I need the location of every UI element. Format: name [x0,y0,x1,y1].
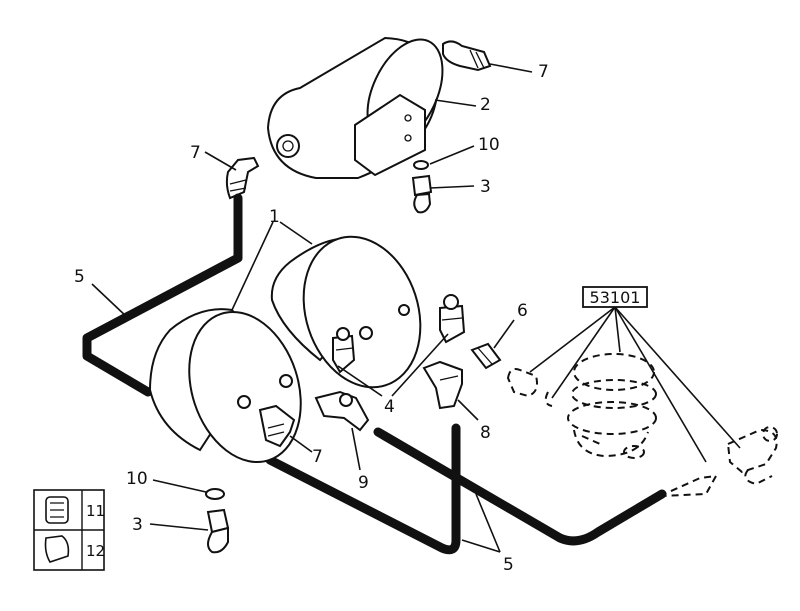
washer-lower [205,488,225,500]
legend-icon-11 [45,496,69,524]
legend-label-11: 11 [86,502,105,520]
washer-upper [413,160,429,170]
callout-6: 6 [517,301,528,321]
legend-panel: 11 12 [33,489,105,571]
straight-fitting [470,342,502,370]
tee-fitting-9 [314,390,370,432]
callout-7-top-right: 7 [538,62,549,82]
union-fitting-right [439,294,466,344]
callout-10-upper: 10 [478,135,500,155]
callout-5-left: 5 [74,267,85,287]
reference-code: 53101 [590,288,641,307]
hose-bottom-right [373,427,667,546]
callout-8: 8 [480,423,491,443]
reference-leaders [529,306,741,463]
callout-9: 9 [358,473,369,493]
callout-7-front-tank: 7 [312,447,323,467]
elbow-fitting-top-right [442,40,492,72]
callout-2: 2 [480,95,491,115]
dashed-brake-assembly [506,353,778,497]
callout-leaders [91,63,533,553]
drain-valve-lower [206,508,230,554]
hose-bottom-center [265,423,461,555]
callout-3-lower: 3 [132,515,143,535]
elbow-fitting-front-tank [258,404,296,448]
elbow-fitting-top-left [225,156,260,200]
callout-7-top-left: 7 [190,143,201,163]
callout-10-lower: 10 [126,469,148,489]
legend-icon-12 [44,535,70,563]
legend-label-12: 12 [86,542,105,560]
small-air-tank [266,36,444,179]
callout-1: 1 [269,207,280,227]
tee-fitting-8 [422,360,463,410]
drain-valve-upper [411,174,433,214]
callout-4: 4 [384,397,395,417]
hose-left [82,193,243,397]
callout-3-upper: 3 [480,177,491,197]
callout-5-bottom: 5 [503,555,514,575]
union-fitting-left [332,327,356,374]
